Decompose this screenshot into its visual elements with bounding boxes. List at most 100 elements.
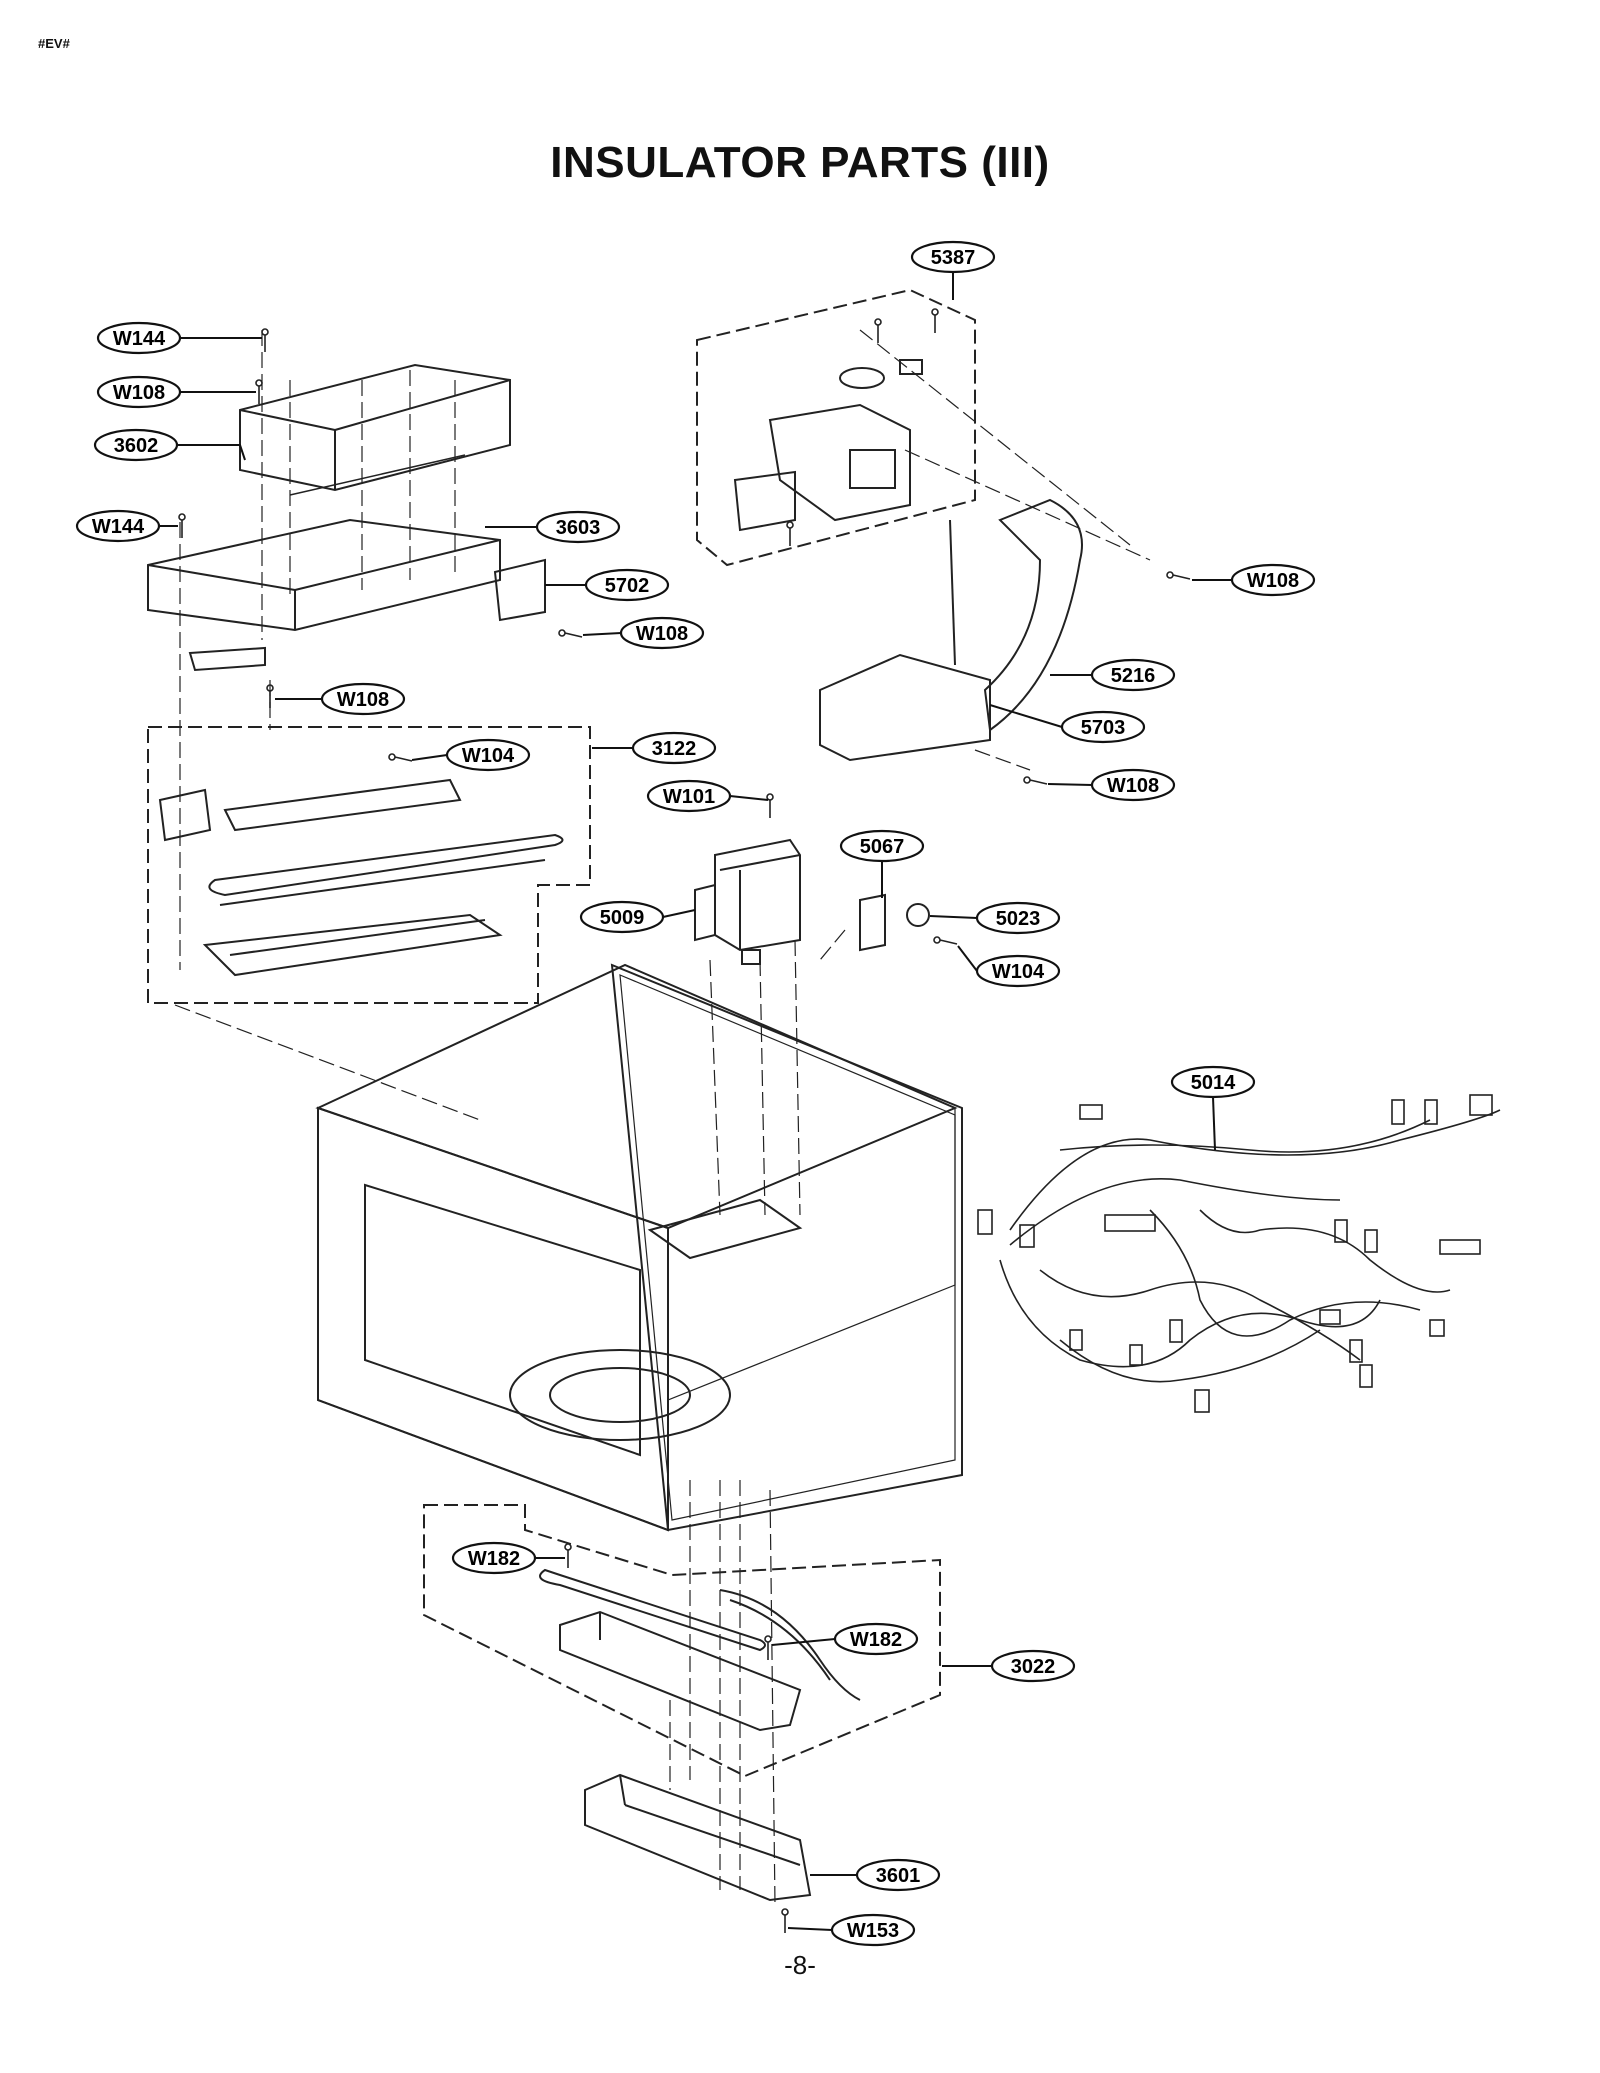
callout-bubble xyxy=(646,779,732,813)
callout-label: 5216 xyxy=(1111,665,1156,687)
group-box-3122 xyxy=(147,726,591,1004)
callout-w104: W104 xyxy=(411,738,531,772)
group-box-5387 xyxy=(696,288,976,567)
callout-w108: W108 xyxy=(1047,768,1176,802)
callout-w101: W101 xyxy=(646,779,769,813)
callout-label: 5703 xyxy=(1081,717,1126,739)
callout-leader xyxy=(771,1638,836,1646)
callout-bubble xyxy=(910,240,996,274)
page-number: -8- xyxy=(784,1950,816,1980)
callout-label: W182 xyxy=(850,1629,902,1651)
callout-bubble xyxy=(451,1541,537,1575)
callout-leader xyxy=(411,754,448,761)
callout-bubble xyxy=(1090,768,1176,802)
callout-5014: 5014 xyxy=(1170,1065,1256,1151)
callout-label: W101 xyxy=(663,786,715,808)
callout-label: 5023 xyxy=(996,908,1041,930)
callout-label: W104 xyxy=(462,745,515,767)
part-5014-wire-harness xyxy=(977,1094,1501,1413)
callout-leader xyxy=(662,909,696,918)
callout-w104: W104 xyxy=(957,945,1061,988)
callout-label: W108 xyxy=(1107,775,1159,797)
callout-bubble xyxy=(990,1649,1076,1683)
callout-5387: 5387 xyxy=(910,240,996,300)
callout-bubble xyxy=(579,900,665,934)
callout-5216: 5216 xyxy=(1050,658,1176,692)
callout-leader xyxy=(582,632,622,636)
callout-leader xyxy=(787,1927,833,1931)
document-code: #EV# xyxy=(38,36,70,51)
page-title: INSULATOR PARTS (III) xyxy=(550,138,1050,187)
callout-leader xyxy=(957,945,978,972)
callout-label: W144 xyxy=(92,516,145,538)
callout-bubble xyxy=(535,510,621,544)
part-3022-heater xyxy=(539,1568,861,1732)
callout-label: 3601 xyxy=(876,1865,921,1887)
part-3601-cover xyxy=(584,1773,812,1902)
callout-bubble xyxy=(320,682,406,716)
callout-5703: 5703 xyxy=(989,704,1146,744)
callout-bubble xyxy=(93,428,179,462)
callout-w108: W108 xyxy=(582,616,705,650)
callout-w144: W144 xyxy=(75,509,178,543)
callout-bubble xyxy=(96,321,182,355)
callout-bubble xyxy=(975,954,1061,988)
callout-label: 5702 xyxy=(605,575,650,597)
callout-5023: 5023 xyxy=(929,901,1061,935)
callout-label: W153 xyxy=(847,1920,899,1942)
callout-bubble xyxy=(975,901,1061,935)
callout-3603: 3603 xyxy=(485,510,621,544)
assembly-lines xyxy=(174,329,1151,1906)
callout-bubble xyxy=(631,731,717,765)
callout-bubble xyxy=(830,1913,916,1947)
callout-bubble xyxy=(619,616,705,650)
part-3122-heater-assembly xyxy=(158,778,564,977)
part-5702-bracket xyxy=(493,558,546,622)
callout-label: W144 xyxy=(113,328,166,350)
callout-3122: 3122 xyxy=(592,731,717,765)
part-5009-magnetron xyxy=(694,838,801,965)
part-5023-switch xyxy=(906,903,930,927)
callout-label: 5014 xyxy=(1191,1072,1236,1094)
callout-bubble xyxy=(1230,563,1316,597)
callout-leader xyxy=(1212,1096,1216,1151)
callout-label: 5387 xyxy=(931,247,976,269)
screws xyxy=(178,308,1191,1933)
part-5067-plate xyxy=(859,893,886,952)
callout-w144: W144 xyxy=(96,321,262,355)
callout-bubble xyxy=(1090,658,1176,692)
callout-label: W108 xyxy=(1247,570,1299,592)
callout-label: 3603 xyxy=(556,517,601,539)
callout-label: 3602 xyxy=(114,435,159,457)
callout-w108: W108 xyxy=(1192,563,1316,597)
callout-bubble xyxy=(1170,1065,1256,1099)
callout-w182: W182 xyxy=(771,1622,919,1656)
part-3603-housing xyxy=(147,518,501,672)
callout-bubble xyxy=(839,829,925,863)
callout-bubble xyxy=(96,375,182,409)
callout-leader xyxy=(989,704,1063,728)
callout-w108: W108 xyxy=(96,375,256,409)
callout-label: W108 xyxy=(337,689,389,711)
callout-w182: W182 xyxy=(451,1541,565,1575)
callout-label: W104 xyxy=(992,961,1045,983)
callout-5702: 5702 xyxy=(545,568,670,602)
callout-bubble xyxy=(1060,710,1146,744)
group-box-3022 xyxy=(423,1504,941,1778)
part-5387-assembly xyxy=(733,359,923,532)
callout-3022: 3022 xyxy=(942,1649,1076,1683)
callout-5067: 5067 xyxy=(839,829,925,898)
main-cavity xyxy=(315,963,963,1532)
callout-bubble xyxy=(75,509,161,543)
callout-leader xyxy=(729,795,769,801)
callout-3602: 3602 xyxy=(93,428,246,462)
callout-label: 5009 xyxy=(600,907,645,929)
callout-5009: 5009 xyxy=(579,900,696,934)
callout-leader xyxy=(177,444,246,461)
callout-w108: W108 xyxy=(275,682,406,716)
callout-label: W108 xyxy=(636,623,688,645)
callout-3601: 3601 xyxy=(810,1858,941,1892)
callout-label: W108 xyxy=(113,382,165,404)
